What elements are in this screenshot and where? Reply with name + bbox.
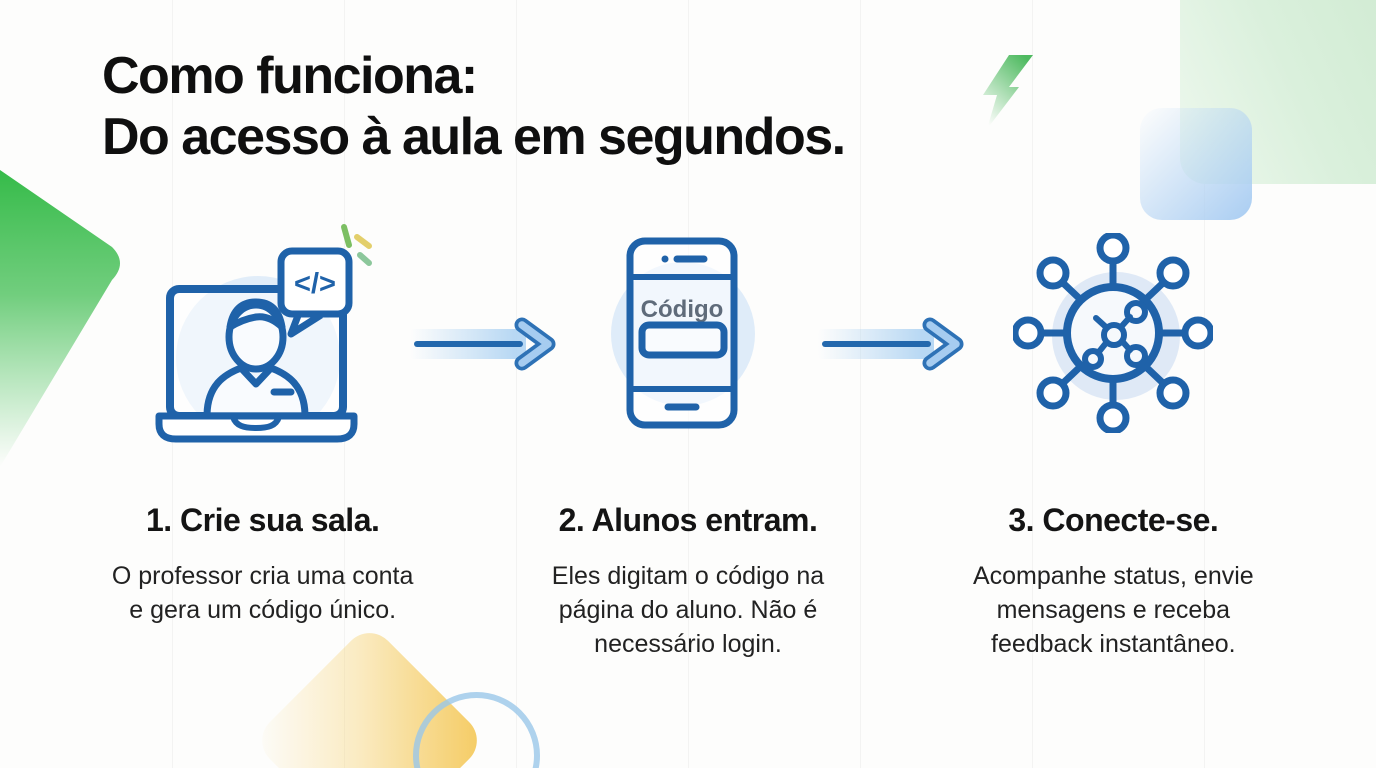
phone-code-entry-icon: Código [610, 237, 755, 429]
column-guide [860, 0, 861, 768]
code-input-field-graphic [638, 321, 728, 359]
step-2-title: 2. Alunos entram. [558, 502, 818, 538]
step-1-create-room: </> 1. Crie sua sala. O professor cria u… [50, 212, 475, 661]
blue-rounded-square-decoration [1140, 108, 1252, 220]
step-2-icon-cell: Código [608, 212, 768, 454]
teacher-laptop-code-icon: </> [155, 224, 372, 443]
step-3-connect: 3. Conecte-se. Acompanhe status, envie m… [901, 212, 1326, 661]
arrow-right-icon [410, 317, 556, 371]
page-title-line2: Do acesso à aula em segundos. [102, 108, 846, 166]
steps-row: </> 1. Crie sua sala. O professor cria u… [50, 212, 1326, 661]
step-3-icon-cell [1013, 212, 1214, 454]
molecule-graphic [1082, 300, 1149, 370]
step-3-title: 3. Conecte-se. [1008, 502, 1219, 538]
green-bolt-decoration [983, 55, 1033, 129]
step-2-description: Eles digitam o código na página do aluno… [551, 562, 825, 658]
step-1-icon-cell: </> [153, 212, 373, 454]
page-title-line1: Como funciona: [102, 47, 478, 105]
column-guide [1032, 0, 1033, 768]
page-title: Como funciona: Do acesso à aula em segun… [102, 46, 846, 168]
arrow-right-icon [818, 317, 964, 371]
sparkle-lines [340, 224, 372, 266]
column-guide [516, 0, 517, 768]
green-triangle-decoration [0, 170, 120, 467]
step-3-description: Acompanhe status, envie mensagens e rece… [972, 562, 1254, 658]
code-glyph: </> [294, 268, 336, 300]
column-guide [1204, 0, 1205, 768]
step-1-title: 1. Crie sua sala. [145, 502, 380, 538]
step-2-students-join: Código 2. Alunos entram. Eles digitam o … [475, 212, 900, 661]
phone-screen-label: Código [641, 296, 724, 323]
step-1-description: O professor cria uma conta e gera um cód… [111, 562, 414, 624]
network-hub-icon [1013, 233, 1214, 433]
